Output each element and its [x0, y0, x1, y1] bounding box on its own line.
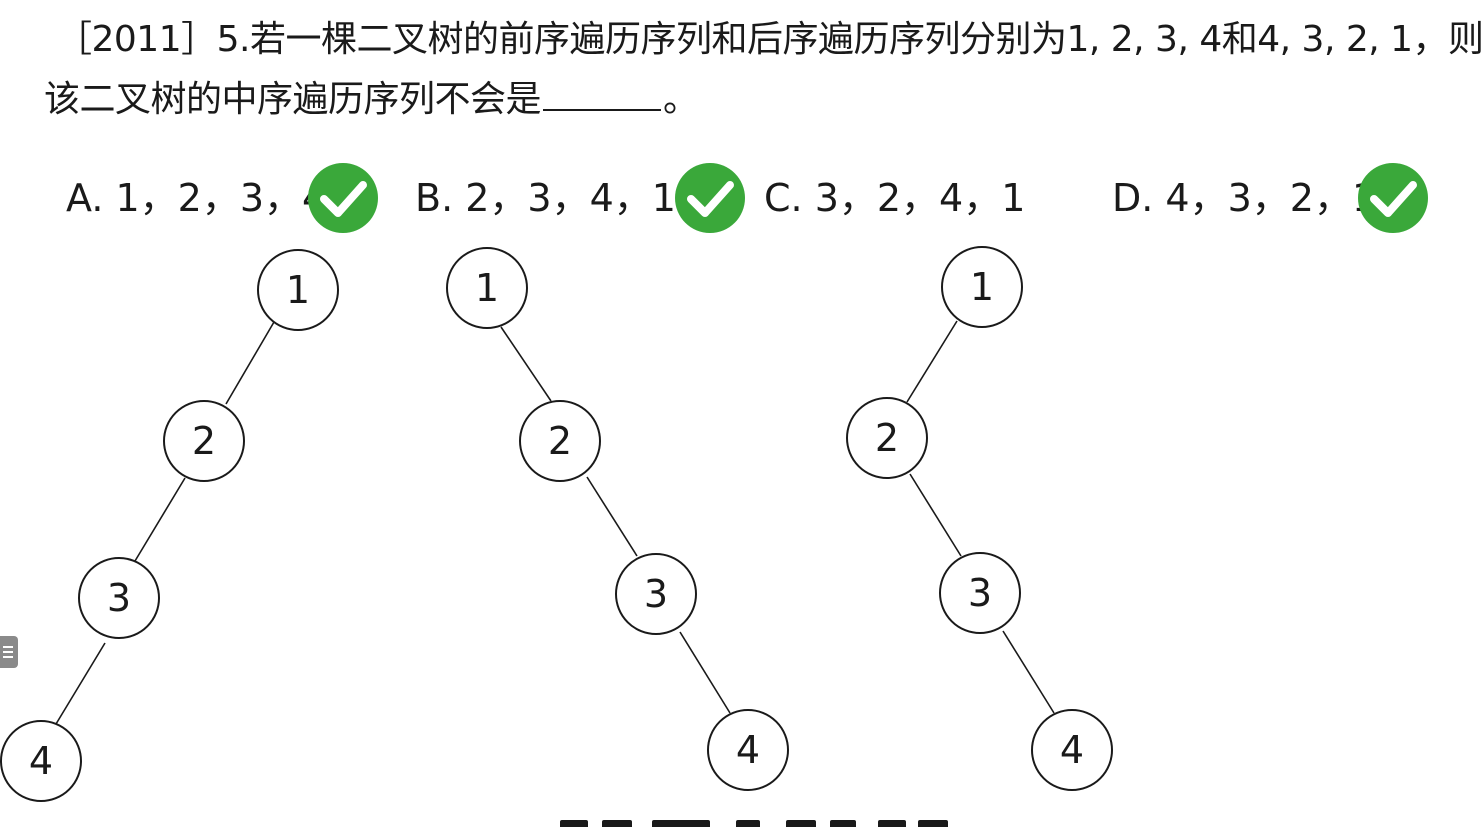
tree-a: 1 2 3 4 [0, 249, 339, 802]
option-d: D. 4，3，2，1 [1112, 176, 1377, 220]
tree-node: 3 [939, 552, 1021, 634]
tree-node: 1 [257, 249, 339, 331]
tree-node: 4 [707, 709, 789, 791]
question-line-2: 该二叉树的中序遍历序列不会是 。 [44, 70, 1464, 130]
node-label: 3 [968, 571, 992, 615]
tree-node: 1 [446, 247, 528, 329]
node-label: 1 [970, 265, 994, 309]
node-label: 2 [548, 419, 572, 463]
tree-edge [906, 320, 958, 403]
tree-edge [909, 473, 962, 557]
tree-edge [225, 321, 275, 405]
node-label: 4 [736, 728, 760, 772]
tree-node: 1 [941, 246, 1023, 328]
check-icon [1358, 163, 1428, 233]
tree-edge [134, 477, 186, 562]
option-b: B. 2，3，4，1 [415, 176, 676, 220]
node-label: 4 [1060, 728, 1084, 772]
question-line-1: ［2011］5.若一棵二叉树的前序遍历序列和后序遍历序列分别为1, 2, 3, … [56, 19, 1481, 60]
tree-node: 4 [1031, 709, 1113, 791]
question-line-2-prefix: 该二叉树的中序遍历序列不会是 [44, 79, 542, 120]
side-menu-tab[interactable] [0, 636, 18, 668]
tree-node: 2 [519, 400, 601, 482]
check-icon [308, 163, 378, 233]
node-label: 1 [475, 266, 499, 310]
node-label: 3 [107, 576, 131, 620]
tree-edge [55, 642, 106, 725]
tree-b: 1 2 3 4 [446, 247, 789, 791]
tree-edge [679, 631, 731, 714]
tree-node: 2 [163, 400, 245, 482]
tree-c: 1 2 3 4 [846, 246, 1113, 791]
question-line-2-suffix: 。 [663, 79, 699, 120]
node-label: 1 [286, 268, 310, 312]
node-label: 2 [875, 416, 899, 460]
node-label: 4 [29, 739, 53, 783]
tree-edge [500, 326, 552, 402]
tree-edge [1002, 630, 1055, 714]
option-c: C. 3，2，4，1 [764, 176, 1026, 220]
tree-node: 4 [0, 720, 82, 802]
tree-edge [586, 476, 638, 557]
subtitle-fragment [560, 812, 960, 827]
tree-node: 3 [78, 557, 160, 639]
question-text: ［2011］5.若一棵二叉树的前序遍历序列和后序遍历序列分别为1, 2, 3, … [44, 10, 1481, 130]
node-label: 3 [644, 572, 668, 616]
option-a: A. 1，2，3，4 [66, 176, 327, 220]
node-label: 2 [192, 419, 216, 463]
answer-blank [543, 83, 662, 111]
check-icon [675, 163, 745, 233]
tree-node: 3 [615, 553, 697, 635]
tree-node: 2 [846, 397, 928, 479]
